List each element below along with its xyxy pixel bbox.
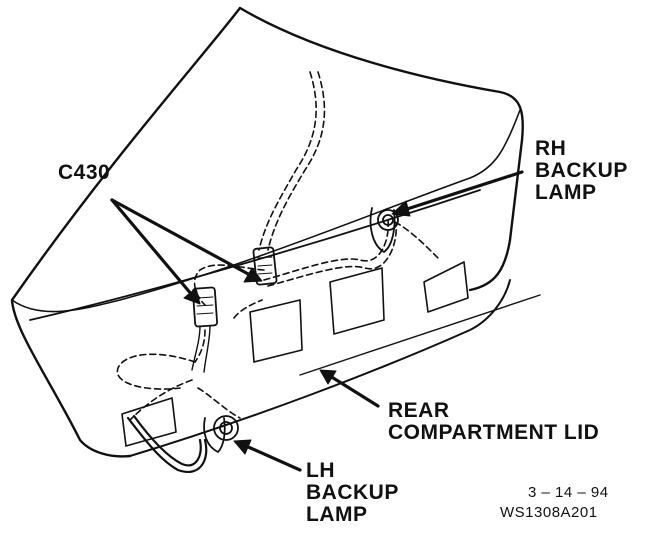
c430-connector-upper (252, 246, 278, 286)
lh-backup-lamp-line-2: BACKUP (306, 481, 399, 504)
lid-recess-panel (29, 189, 541, 457)
rh-lamp-arrowhead (391, 200, 411, 217)
c430-arrowhead-upper (243, 267, 263, 283)
c430-label: C430 (58, 162, 110, 184)
c430-connector-lower (191, 286, 218, 373)
rear-lid-arrowhead (319, 369, 337, 385)
lh-backup-lamp-line-3: LAMP (306, 503, 368, 526)
rh-lamp-leader (402, 170, 524, 212)
figure-footer: 3 – 14 – 94 WS1308A201 (500, 483, 609, 523)
rear-lid-leader (328, 374, 380, 408)
rh-backup-lamp-label: RH BACKUP LAMP (535, 138, 628, 204)
figure-date: 3 – 14 – 94 (528, 484, 609, 501)
c430-leader-to-lower (110, 198, 194, 297)
lh-backup-lamp-socket (203, 415, 239, 453)
lid-outline (10, 6, 524, 458)
c430-label-text: C430 (58, 161, 111, 184)
cutout-left-lower (121, 397, 177, 447)
figure-code: WS1308A201 (500, 504, 598, 521)
rh-backup-lamp-line-2: BACKUP (535, 159, 628, 182)
cutout-right (423, 261, 469, 313)
lh-lamp-lead (126, 414, 208, 473)
c430-leader-to-upper (110, 198, 252, 277)
lh-backup-lamp-line-1: LH (306, 459, 335, 482)
rear-compartment-lid-line-2: COMPARTMENT LID (388, 421, 600, 444)
lh-lamp-leader (244, 444, 302, 472)
cutout-left-upper (249, 299, 303, 363)
lid-cutouts (121, 261, 469, 447)
leader-lines (110, 170, 524, 472)
lh-backup-lamp-label: LH BACKUP LAMP (306, 460, 399, 526)
rh-backup-lamp-line-3: LAMP (535, 181, 597, 204)
rear-compartment-lid-line-1: REAR (388, 399, 450, 422)
rear-compartment-lid-label: REAR COMPARTMENT LID (388, 400, 599, 444)
rh-backup-lamp-line-1: RH (535, 137, 567, 160)
rh-backup-lamp-socket (369, 207, 399, 253)
cutout-center (329, 267, 385, 335)
c430-arrowhead-lower (183, 287, 201, 305)
lh-lamp-arrowhead (233, 439, 252, 455)
